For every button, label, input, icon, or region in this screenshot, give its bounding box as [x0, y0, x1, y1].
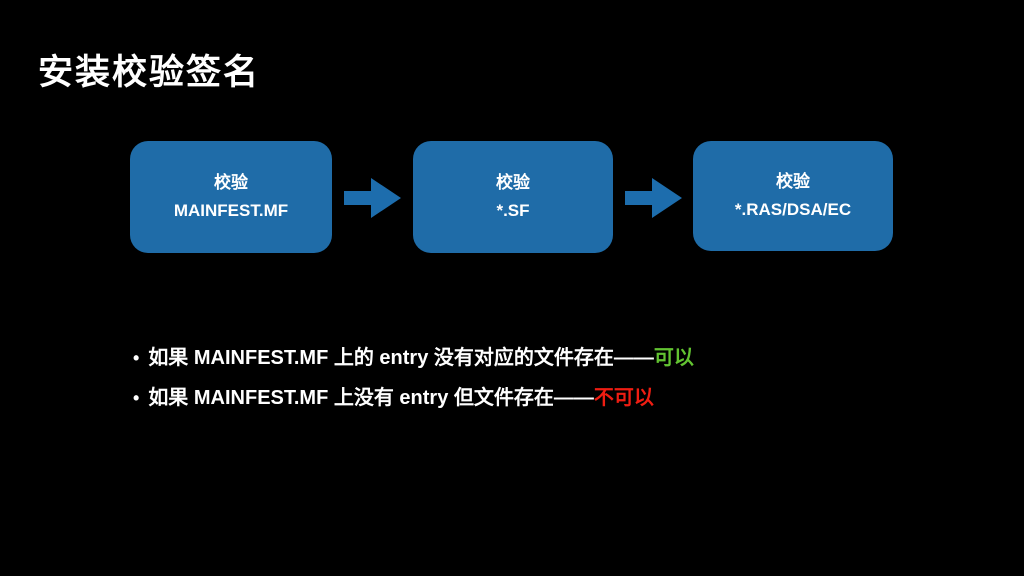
bullet-item-entry-missing-file: • 如果 MAINFEST.MF 上的 entry 没有对应的文件存在——可以 [133, 341, 694, 370]
bullet-text: 如果 MAINFEST.MF 上的 entry 没有对应的文件存在—— [148, 347, 654, 369]
flow-box-ras-dsa-ec: 校验 *.RAS/DSA/EC [693, 141, 893, 251]
bullet-icon: • [133, 388, 140, 408]
flow-box-line2: *.SF [496, 201, 530, 220]
flow-box-mainfest-mf: 校验 MAINFEST.MF [130, 141, 332, 253]
flow-box-line1: 校验 [776, 172, 810, 191]
flow-box-line2: *.RAS/DSA/EC [734, 200, 852, 219]
slide-title: 安装校验签名 [38, 53, 261, 92]
bullet-text: 如果 MAINFEST.MF 上没有 entry 但文件存在—— [148, 387, 594, 409]
bullet-highlight-ok: 可以 [653, 347, 694, 369]
bullet-highlight-no: 不可以 [593, 387, 654, 409]
bullet-icon: • [133, 348, 140, 368]
flow-box-line1: 校验 [214, 173, 248, 192]
flow-box-sf: 校验 *.SF [413, 141, 613, 253]
flow-box-line2: MAINFEST.MF [173, 201, 289, 220]
arrow-right-icon [625, 178, 682, 218]
arrow-right-icon [344, 178, 401, 218]
flow-box-line1: 校验 [496, 173, 530, 192]
bullet-item-file-missing-entry: • 如果 MAINFEST.MF 上没有 entry 但文件存在——不可以 [133, 381, 654, 410]
